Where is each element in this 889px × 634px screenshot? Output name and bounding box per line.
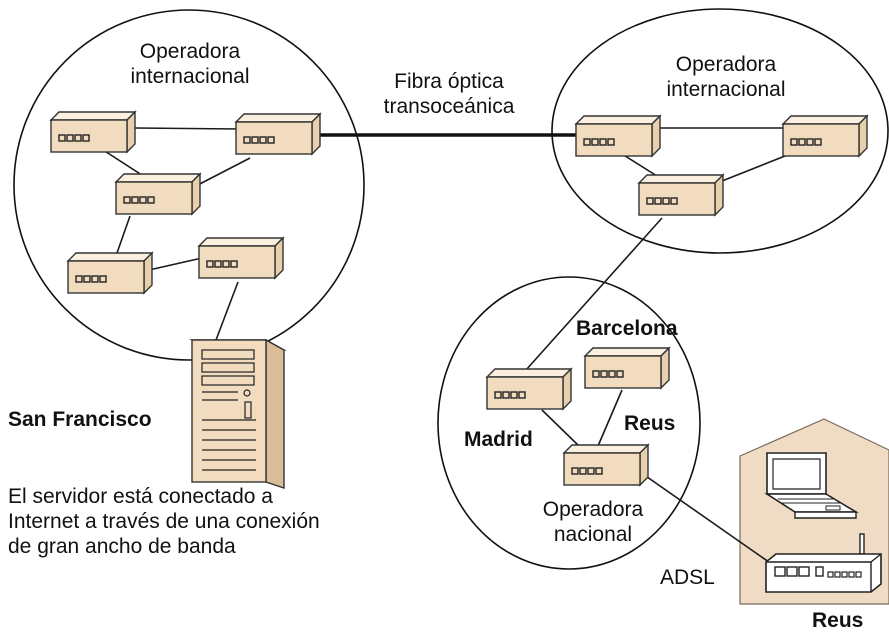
link-l4-l5 [148,257,203,271]
national-operator-line1: Operadora [542,498,644,521]
link-l3-l4 [116,215,131,254]
city-label-reus-home: Reus [812,609,864,632]
link-adsl [639,471,787,575]
network-links [99,127,801,575]
city-label-barcelona: Barcelona [576,317,678,340]
link-barcelona-reus [597,389,623,447]
router-madrid [486,368,572,410]
router-l3 [115,173,201,215]
router-barcelona [584,347,670,389]
router-l5 [198,237,284,279]
link-l5-server [215,281,239,341]
link-r3-madrid [525,217,663,371]
national-operator-circle [437,276,701,570]
city-label-madrid: Madrid [464,428,533,451]
server-tower-icon [189,338,287,489]
international-operator-left-line2: internacional [130,65,250,88]
international-operator-left-label: Operadora internacional [100,39,280,89]
link-l1-l3 [99,147,146,178]
router-r3 [638,174,724,216]
router-r1 [575,115,661,157]
fiber-link-line2: transoceánica [383,95,515,118]
router-reus [563,444,649,486]
fiber-link-line1: Fibra óptica [394,70,504,93]
national-operator-label: Operadora nacional [518,497,668,547]
server-description: El servidor está conectado a Internet a … [8,485,320,558]
international-operator-right-line2: internacional [666,78,786,101]
adsl-modem-icon [765,533,882,593]
international-operator-right-label: Operadora internacional [636,52,816,102]
laptop-icon [764,452,859,519]
router-l2 [235,113,321,155]
adsl-label: ADSL [660,566,715,589]
city-label-reus-node: Reus [624,412,676,435]
router-l4 [67,252,153,294]
link-l1-l2 [134,127,241,130]
national-operator-line2: nacional [553,523,633,546]
international-operator-right-line1: Operadora [675,53,777,76]
router-r2 [782,115,868,157]
link-l2-l3 [191,157,251,189]
link-r1-r3 [621,153,658,177]
international-operator-left-line1: Operadora [139,40,241,63]
router-l1 [50,111,136,153]
server-city-label: San Francisco [8,408,152,431]
international-operator-right-circle [551,8,889,254]
fiber-link-label: Fibra óptica transoceánica [359,69,539,119]
international-operator-left-circle [13,9,365,361]
link-madrid-reus [541,409,581,448]
